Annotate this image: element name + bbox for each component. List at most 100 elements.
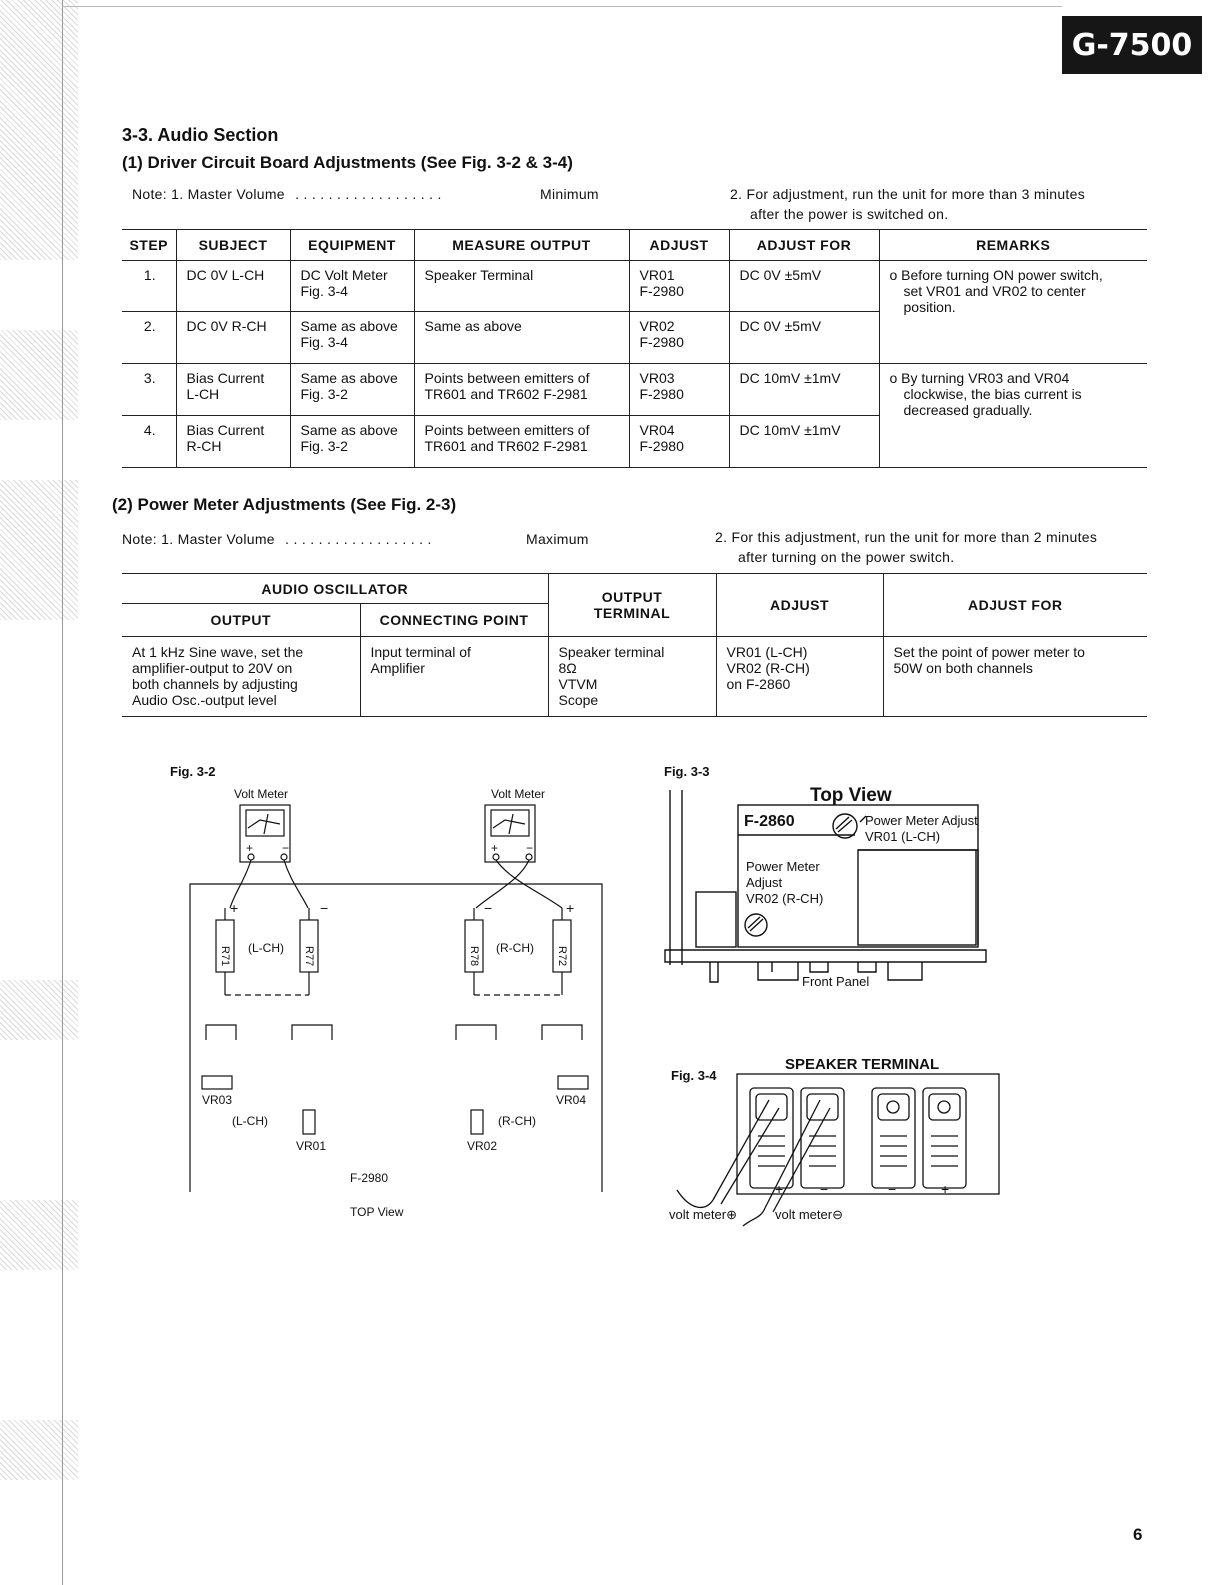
equipment-line: DC Volt Meter — [300, 267, 388, 283]
col-header: STEP — [129, 237, 169, 253]
cell-remarks: o Before turning ON power switch, set VR… — [878, 260, 1147, 364]
fig32-diagram: Volt Meter Volt Meter + − + − + − − + R7… — [189, 787, 603, 1219]
speaker-terminal-title: SPEAKER TERMINAL — [785, 1056, 939, 1073]
terminal-block — [871, 1087, 916, 1189]
section-title: 3-3. Audio Section — [122, 125, 279, 145]
transistor-clip — [541, 1024, 583, 1040]
plus-label: + — [230, 900, 238, 916]
cell-subject: DC 0V L-CH — [175, 260, 290, 312]
cell-adjust-for: DC 10mV ±1mV — [728, 415, 879, 468]
scan-edge-artifact — [0, 1420, 78, 1480]
remark-line: o By turning VR03 and VR04 — [889, 370, 1070, 386]
cell-step: 3. — [143, 370, 156, 386]
transistor-clip — [205, 1024, 237, 1040]
part2-note1-value: Maximum — [526, 531, 589, 547]
cell-line: Input terminal of — [370, 644, 471, 660]
vr03-label: VR03 — [202, 1093, 232, 1107]
col-header: ADJUST — [628, 229, 729, 261]
measure-line: TR601 and TR602 F-2981 — [424, 438, 588, 454]
col-header: AUDIO OSCILLATOR — [122, 573, 548, 604]
volt-meter-minus-label: volt meter⊖ — [775, 1207, 843, 1222]
part1-note1-value: Minimum — [540, 186, 599, 202]
remark-line: position. — [903, 299, 956, 315]
col-header: ADJUST FOR — [728, 229, 879, 261]
terminal-block — [749, 1087, 794, 1189]
cell-line: VR01 (L-CH) — [726, 644, 808, 660]
subject-line: L-CH — [186, 386, 220, 402]
cell-measure: Speaker Terminal — [413, 260, 629, 312]
remark-line: o Before turning ON power switch, — [889, 267, 1103, 283]
pm-adjust-label: Power Meter Adjust — [865, 813, 978, 828]
cell-adjust-for: DC 0V ±5mV — [728, 311, 879, 364]
part1-note2-line1: 2. For adjustment, run the unit for more… — [730, 186, 1086, 202]
cell-adjust-for: Set the point of power meter to 50W on b… — [882, 636, 1147, 717]
vr02-box — [470, 1109, 484, 1135]
vr03-box — [201, 1075, 233, 1090]
vr01-label: VR01 (L-CH) — [865, 829, 940, 844]
cell-adjust-for: DC 0V ±5mV — [728, 260, 879, 312]
remark-line: set VR01 and VR02 to center — [903, 283, 1086, 299]
top-view-title: Top View — [810, 785, 892, 806]
probe-minus — [764, 1099, 831, 1213]
vr01-trimmer — [832, 813, 858, 839]
cell-step: 1. — [143, 267, 156, 283]
rch-label: (R-CH) — [498, 1114, 536, 1128]
cell-connecting: Input terminal of Amplifier — [359, 636, 548, 717]
cell-output: At 1 kHz Sine wave, set the amplifier-ou… — [122, 637, 360, 717]
cell-line: on F-2860 — [726, 676, 791, 692]
cell-line: amplifier-output to 20V on — [132, 660, 293, 676]
vr04-label: VR04 — [556, 1093, 586, 1107]
table-header-row: STEP SUBJECT EQUIPMENT MEASURE OUTPUT AD… — [122, 229, 1147, 261]
plus-label: + — [566, 900, 574, 916]
cell-line: both channels by adjusting — [132, 676, 298, 692]
cell-line: Audio Osc.-output level — [132, 692, 277, 708]
vr02-label: VR02 — [467, 1139, 497, 1153]
adjust-line: F-2980 — [639, 283, 684, 299]
equipment-line: Fig. 3-4 — [300, 334, 348, 350]
driver-adjust-table: STEP SUBJECT EQUIPMENT MEASURE OUTPUT AD… — [122, 229, 1147, 468]
terminal-block — [800, 1087, 845, 1189]
note-label: Note: 1. Master Volume — [122, 531, 275, 547]
part2-note1: Note: 1. Master Volume . . . . . . . . .… — [122, 531, 432, 547]
pm-label: Power Meter — [746, 859, 820, 874]
r78-label: R78 — [468, 946, 480, 966]
cell-adjust: VR01 (L-CH) VR02 (R-CH) on F-2860 — [715, 636, 883, 717]
cell-terminal: Speaker terminal 8Ω VTVM Scope — [547, 636, 716, 717]
col-header: MEASURE OUTPUT — [413, 229, 629, 261]
col-header: ADJUST — [715, 573, 883, 637]
vr02-label: VR02 (R-CH) — [746, 891, 823, 906]
adjust-line: VR04 — [639, 422, 675, 438]
r71-label: R71 — [219, 946, 231, 966]
cell-line: VTVM — [558, 676, 598, 692]
cell-adjust-for: DC 10mV ±1mV — [728, 363, 879, 416]
minus-label: − — [820, 1181, 828, 1197]
vr04-box — [557, 1075, 589, 1090]
subject-line: Bias Current — [186, 370, 265, 386]
f2860-label: F-2860 — [744, 813, 795, 830]
transistor-clip — [455, 1024, 497, 1040]
note-dots: . . . . . . . . . . . . . . . . . . — [285, 531, 432, 547]
part1-title: (1) Driver Circuit Board Adjustments (Se… — [122, 153, 573, 172]
equipment-line: Fig. 3-2 — [300, 386, 348, 402]
scan-edge-artifact — [0, 480, 78, 620]
cell-remarks: o By turning VR03 and VR04 clockwise, th… — [878, 363, 1147, 468]
table-row: At 1 kHz Sine wave, set the amplifier-ou… — [122, 636, 1147, 717]
vr02-trimmer — [744, 913, 768, 937]
vr01-label: VR01 — [296, 1139, 326, 1153]
board-outline — [189, 883, 603, 1192]
minus-label: − — [320, 900, 328, 916]
lch-label: (L-CH) — [248, 941, 284, 955]
measure-line: Points between emitters of — [424, 422, 590, 438]
fig34-caption: Fig. 3-4 — [671, 1068, 717, 1083]
scan-edge-artifact — [0, 0, 78, 260]
subject-line: R-CH — [186, 438, 222, 454]
volt-meter-label: Volt Meter — [234, 787, 288, 801]
cell-subject: DC 0V R-CH — [175, 311, 290, 364]
